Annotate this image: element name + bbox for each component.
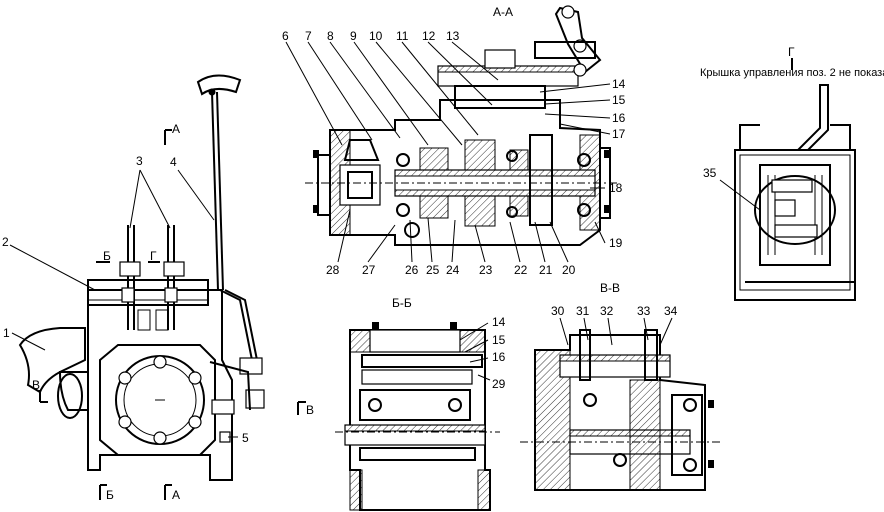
callout-19: 19 <box>609 236 623 250</box>
callout-22: 22 <box>514 263 528 277</box>
callout-29: 29 <box>492 377 506 391</box>
callout-7: 7 <box>305 29 312 43</box>
callout-33: 33 <box>637 304 651 318</box>
callout-35: 35 <box>703 166 717 180</box>
side-view <box>18 74 306 500</box>
callout-1: 1 <box>3 326 10 340</box>
callout-28: 28 <box>326 263 340 277</box>
callout-12: 12 <box>422 29 436 43</box>
callout-25: 25 <box>426 263 440 277</box>
callout-11: 11 <box>396 29 409 43</box>
callout-21: 21 <box>539 263 553 277</box>
view-titles: А-А Б-Б В-В Г Крышка управления поз. 2 н… <box>32 5 884 502</box>
section-g-caption: Крышка управления поз. 2 не показана <box>700 67 884 79</box>
section-g-view <box>734 58 856 301</box>
callout-34: 34 <box>664 304 678 318</box>
callout-8: 8 <box>327 29 334 43</box>
section-vv-title: В-В <box>600 281 620 295</box>
callout-3: 3 <box>136 154 143 168</box>
callout-24: 24 <box>446 263 460 277</box>
section-aa-view <box>305 5 620 246</box>
callout-2: 2 <box>2 235 9 249</box>
callout-17: 17 <box>612 127 626 141</box>
callout-23: 23 <box>479 263 493 277</box>
section-bb-view <box>335 322 500 511</box>
callout-26: 26 <box>405 263 419 277</box>
section-g-title: Г <box>788 45 795 59</box>
callout-18: 18 <box>609 181 623 195</box>
callout-14-bb: 14 <box>492 315 506 329</box>
callout-16-bb: 16 <box>492 350 506 364</box>
cut-b-bottom: Б <box>106 488 114 502</box>
callout-32: 32 <box>600 304 614 318</box>
cut-g: Г <box>150 249 157 263</box>
section-bb-title: Б-Б <box>392 296 412 310</box>
cut-b-top: Б <box>103 249 111 263</box>
callout-4: 4 <box>170 155 177 169</box>
cut-a-top: А <box>172 122 180 136</box>
section-aa-title: А-А <box>493 5 513 19</box>
callout-14: 14 <box>612 77 626 91</box>
callout-15: 15 <box>612 93 626 107</box>
callout-31: 31 <box>576 304 590 318</box>
callout-13: 13 <box>446 29 460 43</box>
callout-27: 27 <box>362 263 376 277</box>
callout-30: 30 <box>551 304 565 318</box>
cut-v-left: В <box>32 378 40 392</box>
callout-10: 10 <box>369 29 383 43</box>
callout-6: 6 <box>282 29 289 43</box>
leader-lines <box>9 41 761 438</box>
cut-a-bottom: А <box>172 488 180 502</box>
callout-numbers: 1 2 3 4 5 6 7 8 9 10 11 12 13 14 15 16 1… <box>2 29 717 445</box>
callout-9: 9 <box>350 29 357 43</box>
callout-15-bb: 15 <box>492 333 506 347</box>
callout-16: 16 <box>612 111 626 125</box>
callout-20: 20 <box>562 263 576 277</box>
cut-v-right: В <box>306 403 314 417</box>
callout-5: 5 <box>242 431 249 445</box>
section-vv-view <box>520 329 720 491</box>
